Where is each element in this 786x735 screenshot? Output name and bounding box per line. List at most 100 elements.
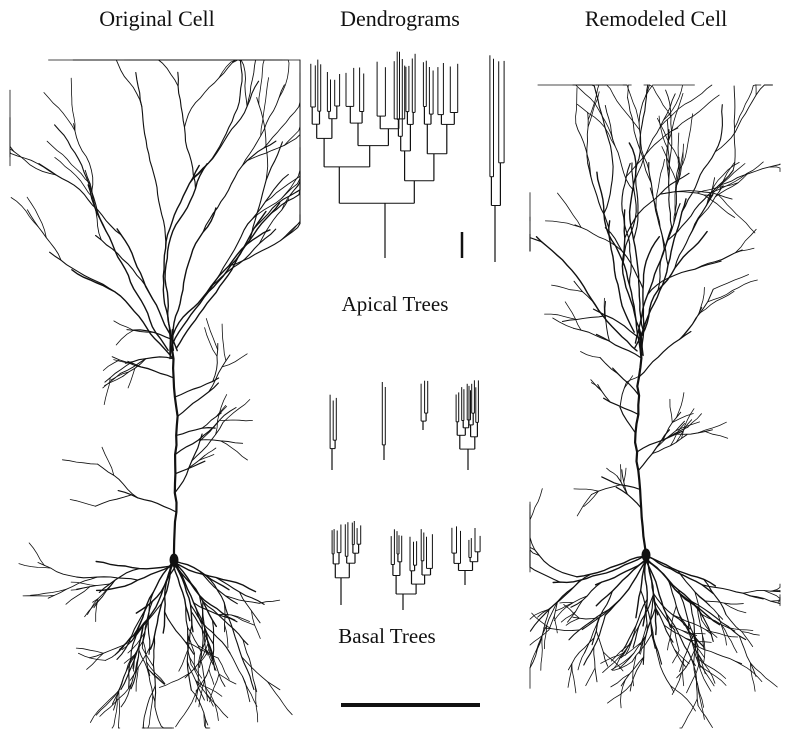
oblique-branch — [677, 393, 684, 418]
apical-tuft-branch — [211, 229, 276, 286]
apical-tuft-branch — [176, 203, 279, 348]
basal-dendrite — [705, 601, 744, 604]
apical-tuft-branch — [672, 95, 720, 131]
apical-tuft-branch — [639, 85, 649, 169]
apical-dendrograms — [311, 52, 504, 262]
basal-dendrite — [76, 648, 103, 653]
apical-tuft-branch — [250, 142, 283, 241]
apical-tuft-branch — [128, 60, 179, 86]
oblique-branch — [574, 489, 599, 491]
oblique-branch — [553, 318, 574, 328]
oblique-branch — [102, 447, 114, 475]
basal-dendrite — [155, 707, 172, 728]
oblique-branch — [670, 399, 672, 422]
basal-dendrite — [646, 555, 713, 593]
apical-tuft-branch — [623, 85, 639, 123]
basal-dendrite — [560, 603, 573, 604]
basal-dendrite — [48, 577, 97, 598]
basal-dendrite — [530, 489, 542, 520]
basal-dendrite — [94, 580, 115, 608]
oblique-branch — [700, 291, 734, 313]
oblique-branch — [620, 407, 636, 433]
apical-tuft-branch — [193, 81, 259, 178]
basal-dendrite — [566, 596, 587, 607]
basal-dendrite — [159, 673, 190, 688]
basal-dendrite — [596, 631, 607, 666]
apical-tuft-branch — [74, 124, 93, 192]
basal-dendrite — [135, 564, 177, 634]
oblique-branch — [577, 495, 591, 516]
apical-tuft-branch — [537, 237, 638, 351]
basal-dendrite — [118, 691, 119, 728]
apical-tuft-branch — [11, 198, 38, 227]
apical-tuft-branch — [605, 106, 634, 192]
apical-tuft-branch — [678, 133, 679, 171]
oblique-branch — [202, 413, 221, 428]
basal-dendrite — [544, 602, 558, 631]
apical-tuft-branch — [718, 195, 755, 233]
apical-tuft-branch — [136, 73, 166, 249]
basal-dendrite — [696, 657, 726, 678]
apical-tuft-branch — [576, 88, 577, 124]
oblique-branch — [699, 287, 704, 313]
basal-dendrite — [219, 674, 236, 684]
oblique-branch — [598, 385, 611, 403]
basal-dendrite — [680, 699, 697, 728]
basal-dendrite — [538, 592, 568, 618]
apical-tuft-branch — [247, 60, 257, 106]
apical-tuft-branch — [264, 73, 300, 148]
oblique-branch — [135, 365, 174, 378]
oblique-branch — [574, 328, 610, 341]
basal-dendrite — [735, 661, 762, 681]
oblique-branch — [705, 432, 728, 439]
basal-dendrite — [625, 620, 641, 655]
apical-tuft-branch — [44, 93, 75, 131]
apical-tuft-branch — [755, 85, 756, 95]
apical-tuft-branch — [697, 183, 739, 193]
oblique-branch — [62, 460, 97, 464]
oblique-branch — [103, 360, 119, 371]
apical-tuft-branch — [668, 93, 683, 141]
basal-dendrite — [112, 697, 117, 728]
basal-dendrite — [530, 610, 549, 668]
basal-dendrite — [739, 636, 756, 677]
apical-trunk — [635, 330, 646, 555]
basal-dendrite — [572, 664, 576, 693]
apical-tuft-branch — [10, 148, 56, 175]
original-cell-neuron — [10, 60, 300, 728]
apical-tuft-branch — [71, 78, 75, 131]
basal-dendrite — [209, 669, 214, 684]
apical-tuft-branch — [39, 164, 121, 235]
oblique-branch — [205, 448, 216, 455]
basal-dendrite — [29, 543, 44, 565]
apical-tuft-branch — [664, 85, 695, 120]
oblique-branch — [206, 319, 217, 350]
basal-dendrite — [242, 657, 280, 690]
apical-tuft-branch — [530, 234, 542, 251]
basal-dendrite — [93, 580, 116, 602]
oblique-branch — [96, 495, 132, 506]
oblique-branch — [597, 334, 642, 358]
oblique-branch — [616, 487, 641, 508]
apical-tuft-branch — [735, 85, 761, 128]
basal-dendrite — [87, 653, 104, 669]
basal-dendrite — [100, 683, 132, 717]
oblique-branch — [545, 314, 577, 319]
oblique-branch — [698, 422, 726, 433]
apical-tuft-branch — [230, 60, 247, 106]
apical-tuft-branch — [645, 85, 682, 97]
basal-dendrite — [105, 636, 131, 661]
basal-dendrite — [179, 650, 188, 671]
oblique-branch — [70, 500, 95, 507]
apical-tuft-branch — [545, 221, 581, 228]
oblique-branch — [118, 491, 176, 512]
oblique-branch — [613, 368, 639, 396]
apical-tuft-branch — [178, 72, 196, 188]
oblique-branch — [600, 358, 618, 374]
basal-dendrite — [611, 674, 630, 687]
apical-tuft-branch — [88, 185, 168, 350]
basal-dendrite — [536, 631, 544, 651]
basal-dendrograms — [330, 380, 480, 610]
basal-dendrite — [724, 603, 746, 613]
apical-tuft-branch — [259, 60, 266, 104]
